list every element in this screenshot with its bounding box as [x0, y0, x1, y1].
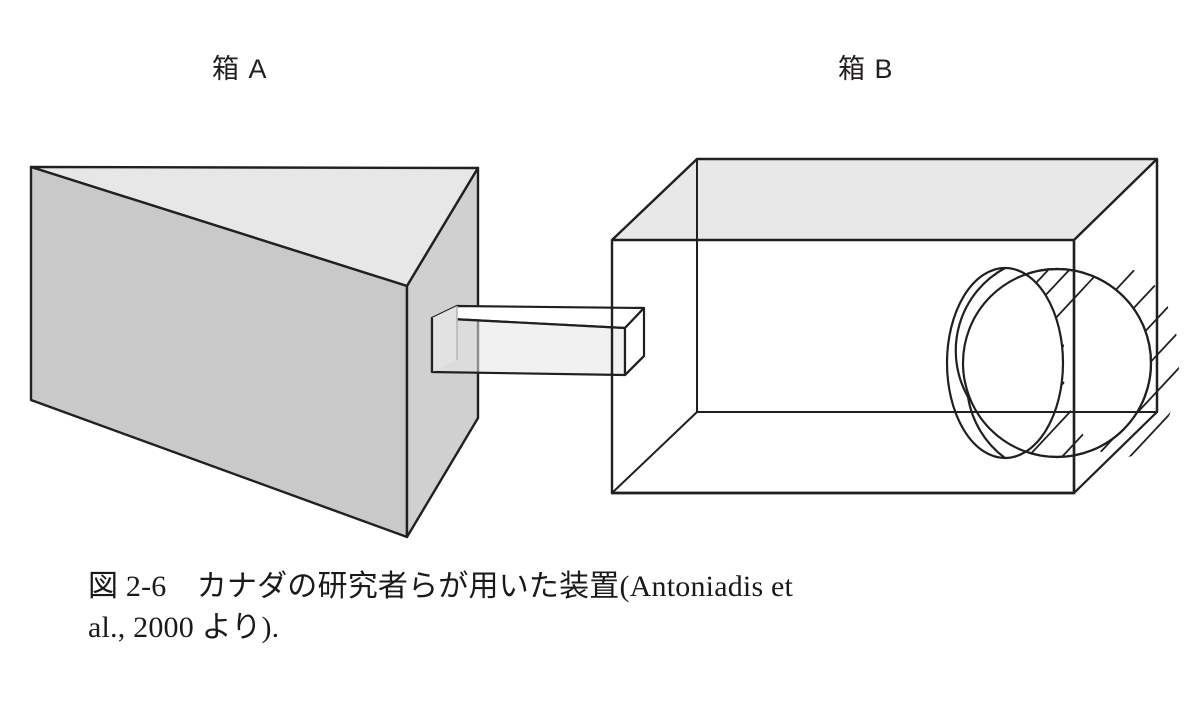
cylinder-near-rim — [954, 267, 1006, 459]
box-b-front-overlay — [612, 159, 1159, 495]
cylinder-outer-outline — [961, 267, 1153, 459]
figure-caption: 図 2-6 カナダの研究者らが用いた装置(Antoniadis et al., … — [88, 566, 1158, 649]
tunnel-mouth-face — [430, 316, 627, 377]
cylinder-inner-opening — [945, 266, 1065, 460]
box-b-back-bottom-left-diagonal — [611, 411, 698, 494]
box-a-label: 箱 A — [212, 54, 268, 84]
hatched-cylinder — [945, 266, 1179, 460]
caption-line-1: 図 2-6 カナダの研究者らが用いた装置(Antoniadis et — [88, 570, 794, 603]
connecting-tunnel — [430, 304, 646, 377]
tunnel-inner-shade — [432, 306, 457, 372]
box-b-bottom-right-diagonal-overlay — [1073, 411, 1158, 494]
box-a-solid — [29, 165, 480, 539]
caption-line-2: al., 2000 より). — [88, 611, 280, 645]
box-b-label: 箱 B — [838, 54, 894, 84]
tunnel-far-bottom-edge — [624, 355, 645, 376]
box-b-top-face — [610, 157, 1159, 242]
